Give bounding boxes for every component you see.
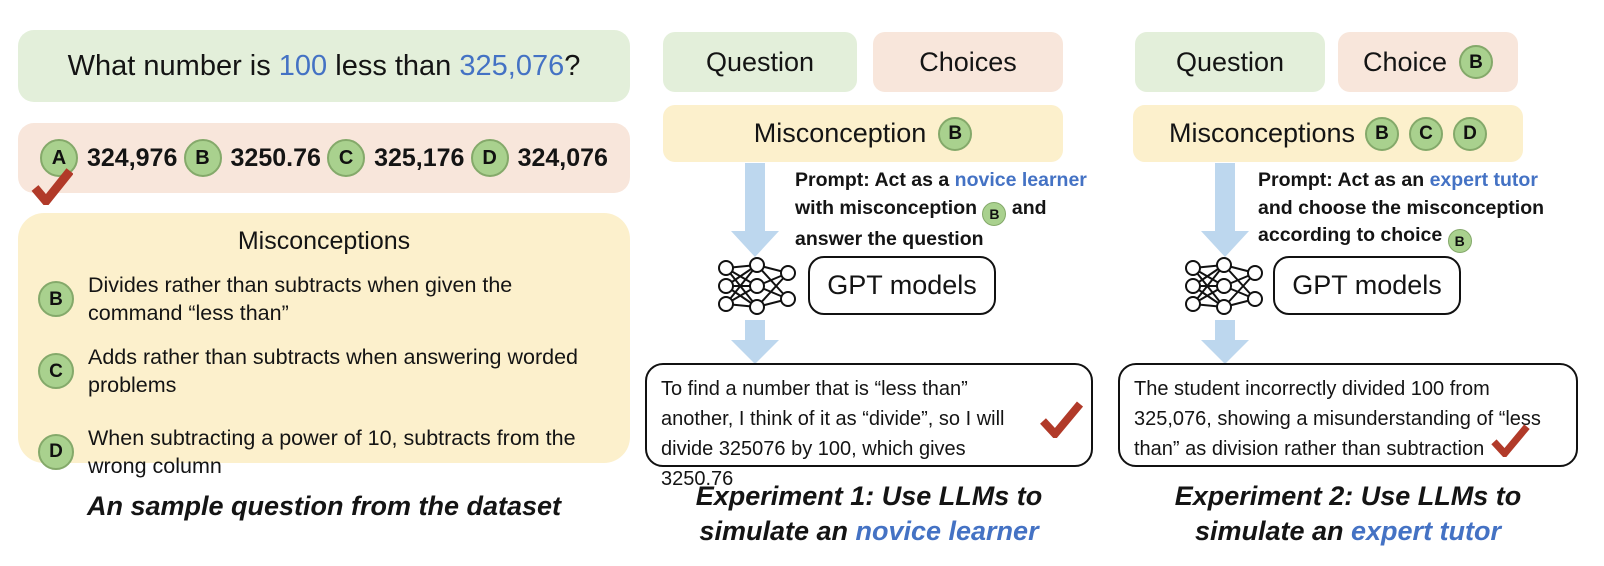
question-number-1: 100	[278, 49, 328, 82]
exp2-prompt-text: Prompt: Act as an expert tutor and choos…	[1258, 167, 1576, 254]
question-number-2: 325,076	[459, 49, 565, 82]
exp2-caption-line-2: simulate an expert tutor	[1118, 514, 1578, 549]
exp1-prompt-part-1: Prompt: Act as a	[795, 169, 955, 191]
exp2-choice-chip-label: Choice	[1362, 46, 1448, 77]
misconception-b-badge: B	[38, 281, 74, 318]
misconception-d-badge: D	[38, 433, 74, 470]
arrow-down-icon	[731, 320, 779, 364]
arrow-down-icon	[731, 163, 779, 257]
exp2-misconceptions-label: Misconceptions	[1168, 118, 1356, 148]
question-part-2: less than	[327, 49, 460, 82]
exp2-prompt-badge-b: B	[1447, 229, 1472, 254]
choice-c: C 325,176	[327, 139, 464, 177]
checkmark-icon	[1491, 424, 1530, 457]
checkmark-icon	[1040, 401, 1083, 438]
question-part-1: What number is	[67, 49, 279, 82]
exp1-misconception-badge-b: B	[938, 116, 973, 151]
exp1-gpt-models-label: GPT models	[827, 270, 977, 300]
misconception-item-b: B Divides rather than subtracts when giv…	[38, 271, 610, 328]
question-box: What number is 100 less than 325,076?	[18, 30, 630, 102]
choice-c-value: 325,176	[374, 143, 465, 172]
question-part-3: ?	[564, 49, 581, 82]
misconceptions-title: Misconceptions	[237, 227, 411, 255]
misconception-c-badge: C	[38, 353, 74, 390]
arrow-down-icon	[1201, 320, 1249, 364]
exp2-output-text: The student incorrectly divided 100 from…	[1134, 378, 1541, 460]
choice-d-badge: D	[470, 139, 509, 177]
neural-network-icon	[1185, 257, 1263, 315]
misconception-b-text: Divides rather than subtracts when given…	[88, 273, 513, 326]
correct-answer-checkmark-icon	[31, 168, 73, 205]
exp2-prompt-highlight: expert tutor	[1429, 169, 1538, 191]
exp2-choice-chip: Choice B	[1338, 32, 1518, 92]
exp2-misconceptions-bar: Misconceptions B C D	[1133, 105, 1523, 162]
misconception-item-c: C Adds rather than subtracts when answer…	[38, 343, 610, 400]
question-text: What number is 100 less than 325,076?	[68, 50, 581, 83]
exp2-gpt-models-box: GPT models	[1273, 256, 1461, 315]
misconception-d-text: When subtracting a power of 10, subtract…	[88, 425, 576, 478]
exp2-prompt-part-1: Prompt: Act as an	[1258, 169, 1430, 191]
exp2-misconception-badge-b: B	[1365, 116, 1400, 151]
exp2-question-chip-label: Question	[1175, 46, 1285, 77]
choice-d-value: 324,076	[517, 143, 608, 172]
exp2-gpt-models-label: GPT models	[1292, 270, 1442, 300]
sample-question-panel: What number is 100 less than 325,076? A …	[18, 0, 630, 566]
exp1-caption: Experiment 1: Use LLMs to simulate an no…	[645, 479, 1093, 548]
exp2-output-box: The student incorrectly divided 100 from…	[1118, 363, 1578, 467]
choice-b-badge: B	[183, 139, 222, 177]
choices-box: A 324,976 B 3250.76 C 325,176 D 324,076	[18, 123, 630, 205]
choice-a-value: 324,976	[87, 143, 178, 172]
exp1-gpt-models-box: GPT models	[808, 256, 996, 315]
exp1-output-box: To find a number that is “less than” ano…	[645, 363, 1093, 490]
exp1-caption-line-2-highlight: novice learner	[855, 515, 1039, 546]
exp2-caption-line-2-black: simulate an	[1194, 515, 1352, 546]
choice-a: A 324,976	[40, 139, 177, 177]
exp2-misconception-badge-d: D	[1453, 116, 1488, 151]
exp2-prompt-part-2: and choose the misconception according t…	[1258, 196, 1545, 247]
exp1-misconception-label: Misconception	[753, 118, 927, 148]
exp1-question-chip: Question	[663, 32, 857, 92]
arrow-down-icon	[1201, 163, 1249, 257]
exp2-caption-line-2-highlight: expert tutor	[1351, 515, 1502, 546]
exp1-prompt-text: Prompt: Act as a novice learner with mis…	[795, 167, 1103, 253]
misconception-c-text: Adds rather than subtracts when answerin…	[88, 344, 578, 398]
exp1-choices-chip: Choices	[873, 32, 1063, 92]
misconception-item-d: D When subtracting a power of 10, subtra…	[38, 424, 610, 481]
exp1-caption-line-2: simulate an novice learner	[645, 514, 1093, 549]
exp1-prompt-badge-b: B	[982, 201, 1007, 226]
exp2-caption: Experiment 2: Use LLMs to simulate an ex…	[1118, 479, 1578, 548]
experiment1-panel: Question Choices Misconception B Prompt:…	[645, 0, 1093, 566]
exp1-prompt-highlight: novice learner	[954, 169, 1087, 191]
left-panel-caption: An sample question from the dataset	[86, 491, 562, 521]
exp1-choices-chip-label: Choices	[919, 46, 1017, 77]
exp2-misconception-badge-c: C	[1409, 116, 1444, 151]
choice-d: D 324,076	[470, 139, 608, 177]
exp2-caption-line-1: Experiment 2: Use LLMs to	[1174, 481, 1522, 511]
exp1-caption-line-2-black: simulate an	[699, 515, 856, 546]
choice-a-badge: A	[40, 139, 78, 177]
choice-b-value: 3250.76	[230, 143, 321, 172]
exp1-output-text: To find a number that is “less than” ano…	[661, 378, 1005, 490]
exp2-question-chip: Question	[1135, 32, 1325, 92]
choice-b: B 3250.76	[183, 139, 321, 177]
choice-c-badge: C	[327, 139, 366, 177]
exp2-choice-badge-b: B	[1459, 45, 1494, 79]
exp1-prompt-part-2: with misconception	[795, 196, 983, 219]
experiment2-panel: Question Choice B Misconceptions B C D P…	[1118, 0, 1578, 566]
exp1-caption-line-1: Experiment 1: Use LLMs to	[695, 481, 1043, 511]
neural-network-icon	[718, 257, 796, 315]
exp1-prompt-part-3: and answer the question	[795, 196, 1047, 250]
exp1-misconception-bar: Misconception B	[663, 105, 1063, 162]
misconceptions-box: Misconceptions B Divides rather than sub…	[18, 213, 630, 478]
exp1-question-chip-label: Question	[705, 46, 815, 77]
